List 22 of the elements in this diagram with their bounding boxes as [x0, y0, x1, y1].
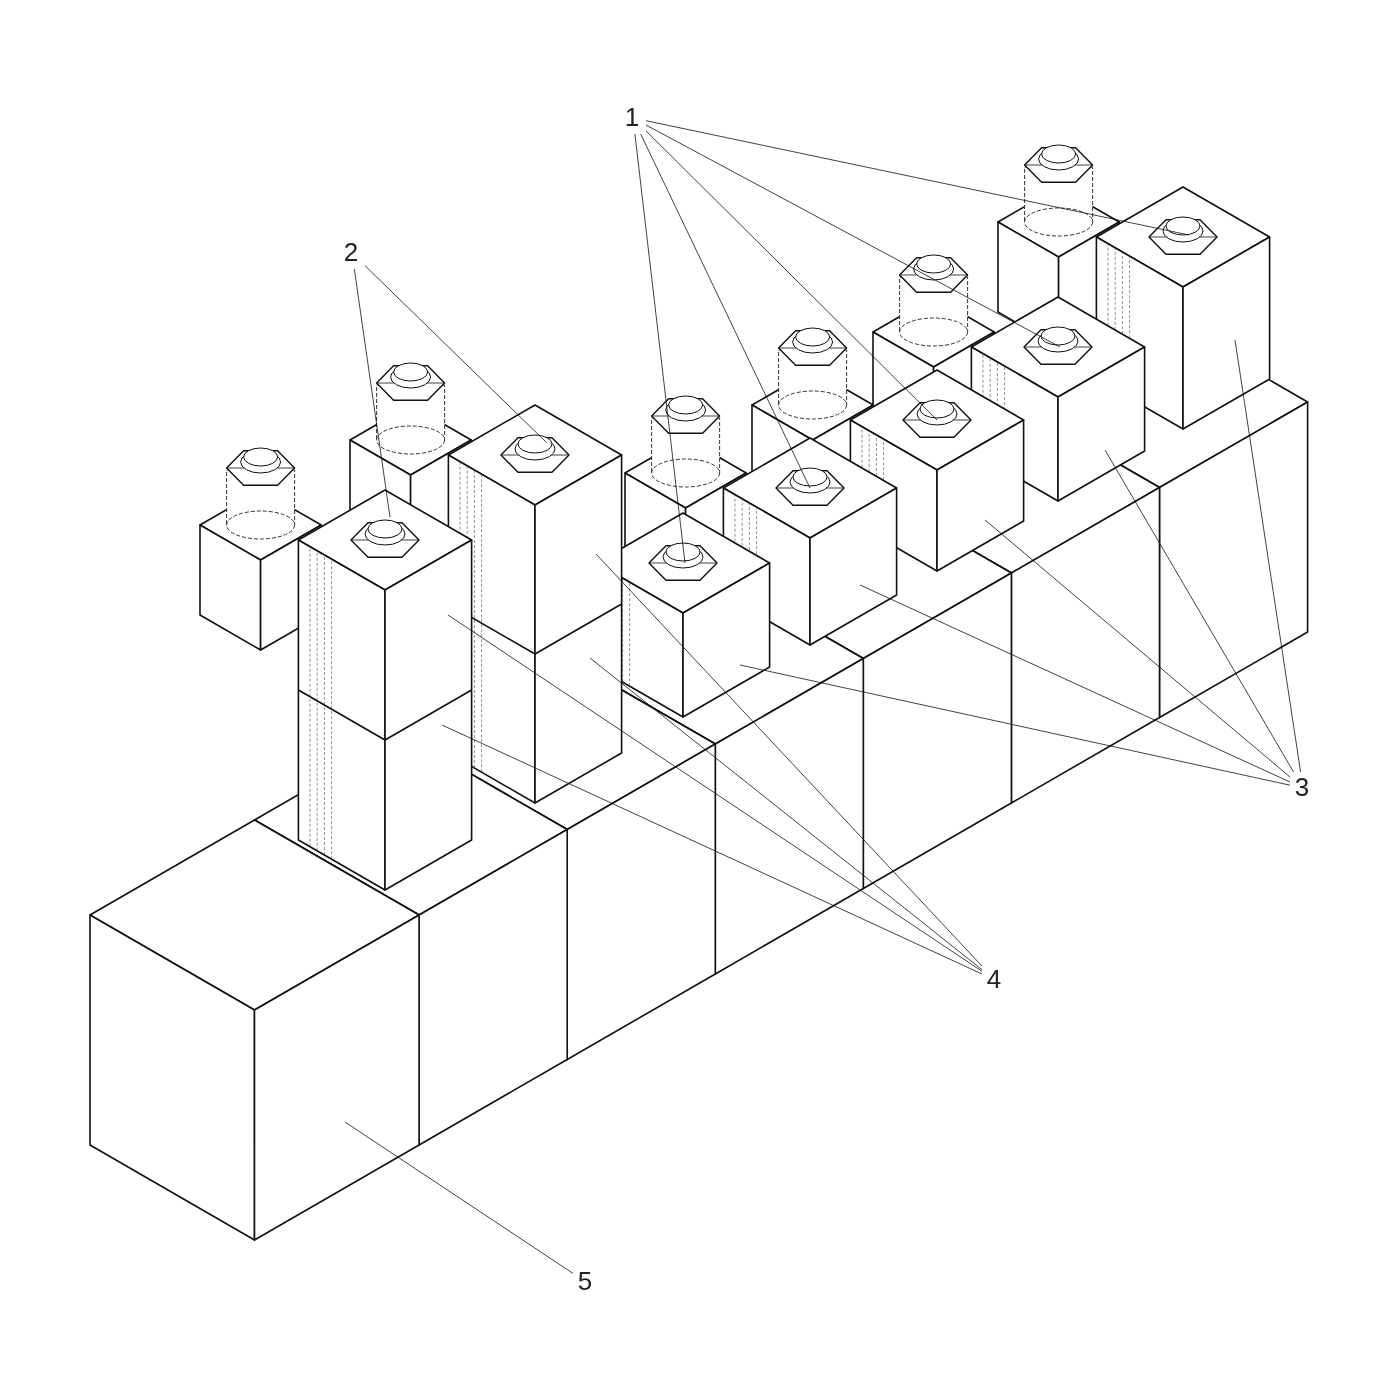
- leader-line: [640, 133, 811, 489]
- leader-line: [984, 519, 1291, 778]
- leader-line: [447, 614, 983, 972]
- callout-number: 2: [339, 237, 363, 267]
- leader-line: [634, 133, 686, 564]
- leader-line: [353, 268, 391, 518]
- leader-line: [344, 1121, 574, 1274]
- leader-line: [595, 553, 983, 967]
- callout-number: 3: [1290, 772, 1314, 802]
- callout-number: 5: [573, 1266, 597, 1296]
- leader-line: [1104, 449, 1294, 773]
- leader-line: [739, 664, 1291, 786]
- leader-line: [1234, 339, 1301, 773]
- callout-number: 4: [982, 964, 1006, 994]
- leader-line: [441, 724, 983, 975]
- leader-line: [645, 124, 1061, 348]
- callout-number: 1: [620, 102, 644, 132]
- leader-line: [645, 120, 1190, 236]
- leader-line: [645, 130, 938, 421]
- leader-line: [364, 265, 548, 444]
- leader-line: [589, 657, 983, 971]
- leader-line: [859, 584, 1291, 783]
